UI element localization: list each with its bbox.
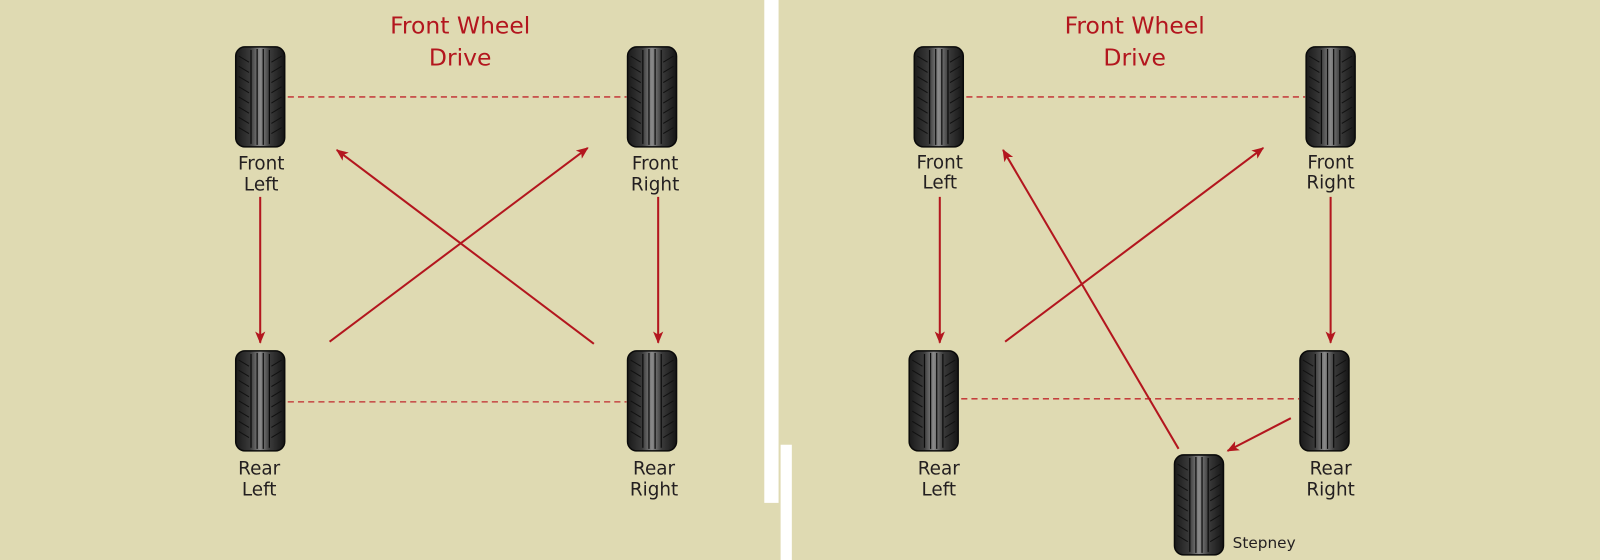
rear-right-label: Rear <box>633 458 675 479</box>
front-right-tire-icon <box>1305 46 1356 148</box>
right-panel: Front Wheel Drive Front Left Front Right… <box>908 12 1356 556</box>
arrow-rl-to-fr <box>1004 147 1265 343</box>
rear-left-tire-icon <box>234 350 286 452</box>
rear-left-label-2: Left <box>242 480 277 501</box>
rear-right-tire-icon <box>1299 350 1350 452</box>
front-right-tire-icon <box>626 46 678 148</box>
right-title-line2: Drive <box>1103 43 1166 71</box>
arrow-rr-to-fl <box>335 149 595 345</box>
stepney-tire-icon <box>1173 454 1225 556</box>
front-right-label-2: Right <box>631 175 679 196</box>
front-right-label-2: Right <box>1306 173 1354 194</box>
left-title-line1: Front Wheel <box>390 12 530 40</box>
arrow-stepney-to-fl <box>1002 149 1180 450</box>
front-left-label-2: Left <box>923 173 958 194</box>
front-left-tire-icon <box>234 46 286 148</box>
rear-left-label: Rear <box>238 458 280 479</box>
rear-left-tire-icon <box>908 350 959 452</box>
rear-right-label-2: Right <box>630 480 678 501</box>
right-title-line1: Front Wheel <box>1065 12 1205 40</box>
front-right-label: Front <box>632 153 678 174</box>
front-left-label-2: Left <box>244 175 279 196</box>
left-title-line2: Drive <box>429 43 492 71</box>
rear-left-label-2: Left <box>921 480 956 501</box>
arrow-rl-to-fr <box>328 147 589 343</box>
front-left-label: Front <box>238 153 284 174</box>
front-left-label: Front <box>917 152 963 173</box>
front-right-label: Front <box>1307 152 1353 173</box>
rear-right-label: Rear <box>1310 458 1352 479</box>
rear-right-label-2: Right <box>1306 480 1354 501</box>
stepney-label: Stepney <box>1233 534 1296 552</box>
panel-divider-lower <box>780 444 792 560</box>
arrow-rr-to-stepney <box>1226 417 1292 452</box>
left-panel: Front Wheel Drive Front Left Front Right… <box>234 12 679 501</box>
rear-right-tire-icon <box>626 350 678 452</box>
panel-divider <box>764 0 779 503</box>
rear-left-label: Rear <box>918 458 960 479</box>
front-left-tire-icon <box>913 46 965 148</box>
